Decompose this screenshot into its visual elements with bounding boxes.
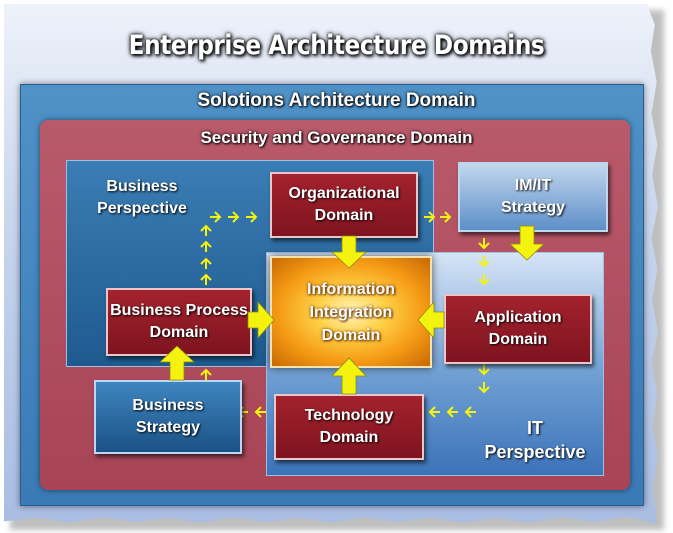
business-process-domain-box: Business Process Domain — [106, 288, 252, 356]
application-domain-box: Application Domain — [444, 294, 592, 364]
arrow-tech-to-info — [331, 357, 367, 395]
dashed-arrow-app-to-tech — [428, 364, 490, 418]
technology-domain-box: Technology Domain — [274, 394, 424, 460]
dashed-arrow-bizstrategy-to-bp — [200, 368, 212, 380]
business-perspective-label: Business Perspective — [97, 178, 187, 217]
organizational-domain-box: Organizational Domain — [270, 172, 418, 238]
dashed-arrow-bp-to-org — [200, 211, 258, 285]
dashed-arrow-org-to-imit — [424, 211, 452, 223]
arrow-bizstrategy-to-bp — [158, 345, 196, 381]
dashed-arrow-group — [200, 211, 490, 418]
arrow-org-to-info — [330, 235, 368, 269]
security-governance-domain-label: Security and Governance Domain — [200, 128, 473, 147]
arrow-bp-to-info — [247, 300, 275, 340]
arrow-imit-to-app — [508, 225, 546, 261]
business-strategy-box: Business Strategy — [94, 380, 242, 454]
solutions-architecture-domain-label: Solotions Architecture Domain — [197, 90, 476, 111]
imit-strategy-box: IM/IT Strategy — [458, 162, 608, 232]
arrow-app-to-info — [417, 300, 445, 340]
dashed-arrow-imit-to-app — [478, 238, 490, 286]
diagram-title: Enterprise Architecture Domains — [128, 30, 545, 61]
it-perspective-label: IT Perspective — [484, 418, 586, 462]
